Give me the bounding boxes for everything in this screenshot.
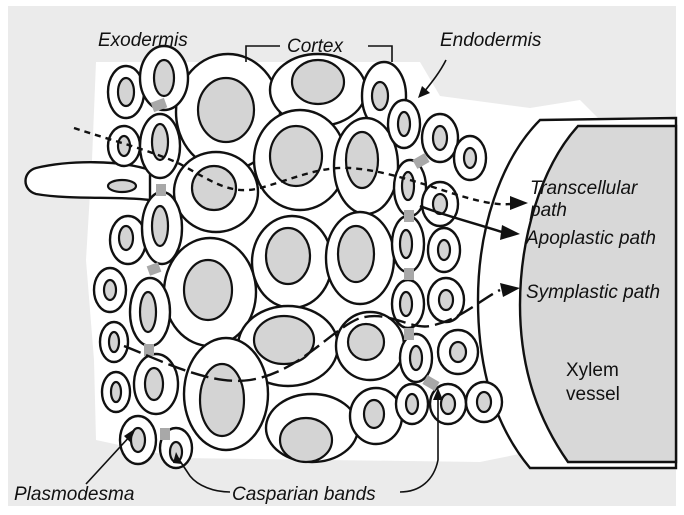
exodermis-nucleus bbox=[152, 206, 168, 246]
endodermis-nucleus bbox=[441, 394, 455, 414]
casparian-band bbox=[160, 428, 170, 440]
exodermis-nucleus bbox=[140, 292, 156, 332]
endodermis-nucleus bbox=[464, 148, 476, 168]
cortex-nucleus bbox=[348, 324, 384, 360]
label-xylem-line1: Xylem bbox=[566, 360, 619, 381]
cortex-nucleus bbox=[292, 60, 344, 104]
label-xylem-line2: vessel bbox=[566, 384, 620, 405]
exodermis-nucleus bbox=[109, 332, 119, 352]
cortex-nucleus bbox=[266, 228, 310, 284]
label-endodermis: Endodermis bbox=[440, 30, 542, 51]
exodermis-nucleus bbox=[154, 60, 174, 96]
exodermis-nucleus bbox=[111, 382, 121, 402]
exodermis-nucleus bbox=[145, 368, 163, 400]
exodermis-nucleus bbox=[118, 78, 134, 106]
cortex-nucleus bbox=[372, 82, 388, 110]
cortex-nucleus bbox=[364, 400, 384, 428]
endodermis-nucleus bbox=[398, 112, 410, 136]
exodermis-nucleus bbox=[104, 280, 116, 300]
endodermis-nucleus bbox=[400, 292, 412, 316]
label-exodermis: Exodermis bbox=[98, 30, 188, 51]
exodermis-nucleus bbox=[119, 226, 133, 250]
label-transcellular-line1: Transcellular bbox=[530, 178, 638, 199]
casparian-band bbox=[404, 210, 414, 222]
label-casparian-bands: Casparian bands bbox=[232, 484, 376, 505]
label-cortex: Cortex bbox=[287, 36, 344, 57]
cortex-nucleus bbox=[338, 226, 374, 282]
casparian-band bbox=[404, 328, 414, 340]
cortex-nucleus bbox=[254, 316, 314, 364]
label-transcellular-line2: path bbox=[529, 200, 567, 221]
endodermis-nucleus bbox=[400, 230, 412, 258]
endodermis-nucleus bbox=[439, 290, 453, 310]
endodermis-nucleus bbox=[410, 346, 422, 370]
cortex-cells bbox=[164, 54, 406, 462]
casparian-band bbox=[144, 344, 154, 356]
cortex-nucleus bbox=[346, 132, 378, 188]
cortex-nucleus bbox=[280, 418, 332, 462]
endodermis-nucleus bbox=[433, 126, 447, 150]
label-apoplastic: Apoplastic path bbox=[525, 228, 656, 249]
endodermis-nucleus bbox=[402, 172, 414, 200]
casparian-band bbox=[404, 268, 414, 280]
endodermis-nucleus bbox=[450, 342, 466, 362]
casparian-band bbox=[156, 184, 166, 196]
endodermis-nucleus bbox=[406, 394, 418, 414]
root-hair-nucleus bbox=[108, 180, 136, 192]
label-plasmodesma: Plasmodesma bbox=[14, 484, 134, 505]
label-symplastic: Symplastic path bbox=[526, 282, 660, 303]
endodermis-nucleus bbox=[477, 392, 491, 412]
cortex-nucleus bbox=[184, 260, 232, 320]
cortex-nucleus bbox=[198, 78, 254, 142]
endodermis-nucleus bbox=[438, 240, 450, 260]
cortex-nucleus bbox=[200, 364, 244, 436]
